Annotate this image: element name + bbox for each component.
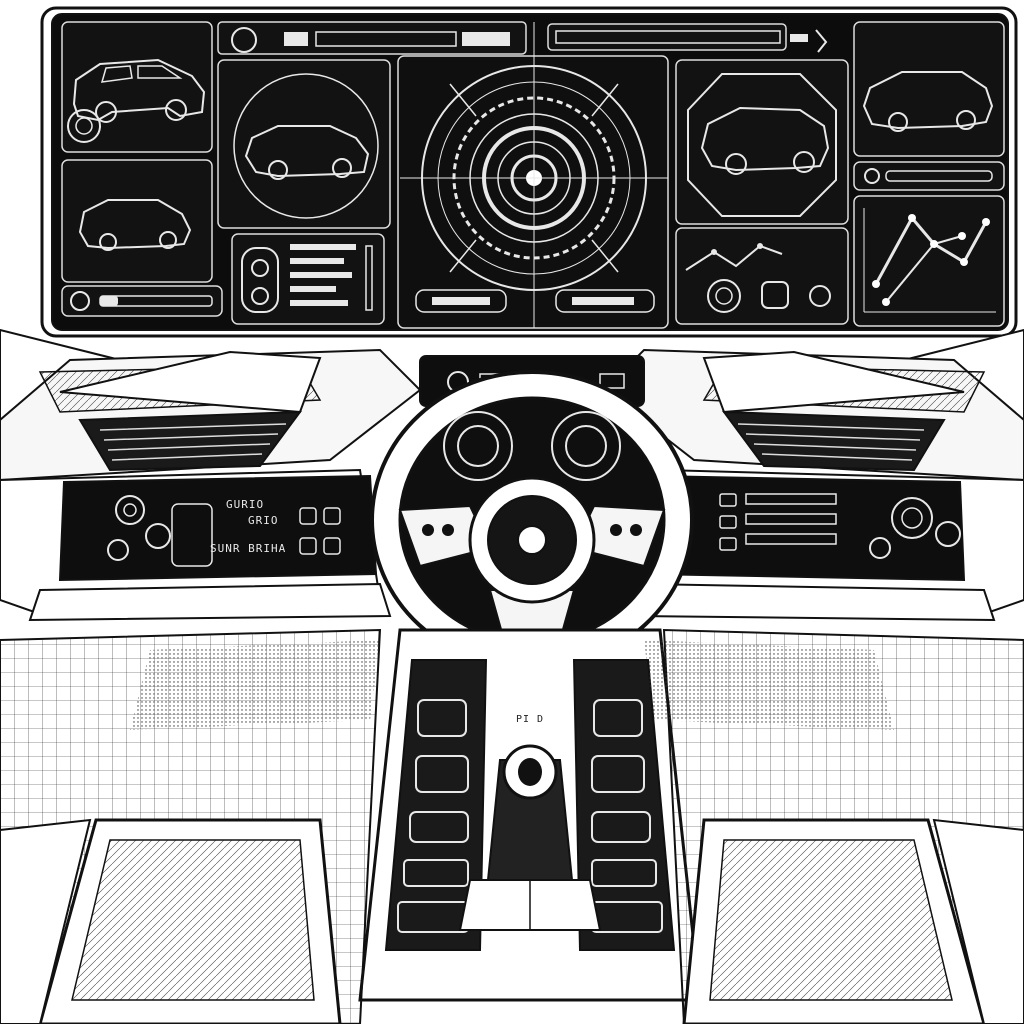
radar-icon [400,22,668,328]
left-console-label-3: SUNR BRIHA [210,542,286,555]
right-line-chart-pane[interactable] [853,195,1005,327]
dashboard: GURIO GRIO SUNR BRIHA [0,328,1024,622]
knob-icon [707,279,741,313]
left-toggle-pane[interactable] [231,233,385,325]
car-icon [862,71,994,132]
left-control-panel[interactable]: GURIO GRIO SUNR BRIHA [58,474,378,582]
car-icon [78,199,192,251]
chart-icon [685,243,783,271]
left-car-pane-bottom[interactable] [61,159,213,283]
radar-pane[interactable] [397,22,669,329]
top-display [40,6,1018,338]
gear-shifter[interactable] [458,744,602,931]
right-slider-strip[interactable] [853,161,1005,191]
right-control-panel[interactable] [646,474,966,582]
right-car-pane-top[interactable] [853,21,1005,157]
left-car-pane-round[interactable] [217,59,391,229]
knob-icon [891,497,933,539]
left-seat[interactable] [0,818,342,1024]
left-car-pane-top[interactable] [61,21,213,153]
left-console-label-2: GRIO [248,514,279,527]
car-icon [244,125,370,180]
console-buttons-left[interactable] [397,699,469,933]
chart-icon [863,208,996,313]
left-air-vent[interactable] [78,410,303,472]
gauge-icon [67,109,101,143]
right-chart-pane[interactable] [675,227,849,325]
top-control-strip[interactable] [217,21,527,55]
gauge-icon [443,411,621,481]
gear-indicator-label: PI D [516,714,544,725]
top-center-strip[interactable] [547,23,828,53]
left-status-bar[interactable] [61,285,223,317]
center-console: PI D [358,628,702,1002]
right-seat[interactable] [682,818,1024,1024]
right-car-pane-octagon[interactable] [675,59,849,225]
left-console-label-1: GURIO [226,498,264,511]
toggle-icon [251,259,269,277]
steering-wheel[interactable] [370,370,694,670]
car-icon [700,106,830,175]
right-air-vent[interactable] [721,410,946,472]
console-buttons-right[interactable] [591,699,663,933]
